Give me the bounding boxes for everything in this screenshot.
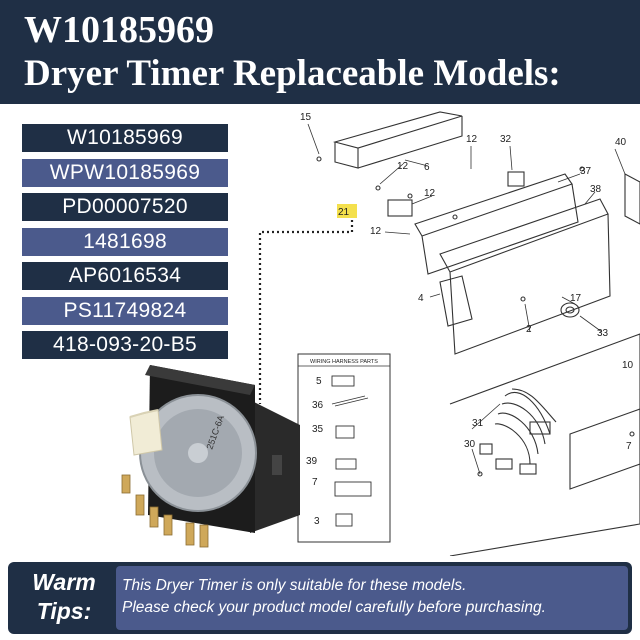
part-label: 12 bbox=[466, 134, 478, 145]
replaceable-models-title: Dryer Timer Replaceable Models: bbox=[24, 53, 561, 94]
warm-tips-message: This Dryer Timer is only suitable for th… bbox=[116, 566, 628, 630]
exploded-parts-diagram: 15 6 12 12 32 40 37 38 21 12 12 4 17 2 3… bbox=[258, 111, 640, 556]
model-item: PD00007520 bbox=[22, 193, 228, 221]
harness-label: 39 bbox=[306, 456, 318, 467]
model-item: 1481698 bbox=[22, 227, 228, 256]
model-item: PS11749824 bbox=[22, 296, 228, 325]
part-label: 2 bbox=[526, 324, 532, 335]
harness-label: 5 bbox=[316, 376, 322, 387]
part-label: 12 bbox=[397, 161, 409, 172]
part-label: 40 bbox=[615, 137, 627, 148]
model-item: 418-093-20-B5 bbox=[22, 331, 228, 359]
part-label: 10 bbox=[622, 360, 634, 371]
harness-title: WIRING HARNESS PARTS bbox=[310, 359, 378, 365]
part-label: 21 bbox=[338, 207, 350, 218]
part-label: 32 bbox=[500, 134, 512, 145]
part-label: 31 bbox=[472, 418, 484, 429]
model-list: W10185969 WPW10185969 PD00007520 1481698… bbox=[22, 124, 228, 366]
model-item: WPW10185969 bbox=[22, 158, 228, 187]
tips-line: Please check your product model carefull… bbox=[122, 599, 546, 616]
harness-label: 3 bbox=[314, 516, 320, 527]
part-label: 15 bbox=[300, 112, 312, 123]
part-label: 38 bbox=[590, 184, 602, 195]
part-label: 37 bbox=[580, 166, 592, 177]
part-label: 30 bbox=[464, 439, 476, 450]
harness-label: 35 bbox=[312, 424, 324, 435]
tips-line: This Dryer Timer is only suitable for th… bbox=[122, 577, 467, 594]
part-number-title: W10185969 bbox=[24, 9, 214, 51]
part-label: 4 bbox=[418, 293, 424, 304]
warm-tips-banner: Warm Tips: This Dryer Timer is only suit… bbox=[8, 562, 632, 634]
part-label: 7 bbox=[626, 441, 632, 452]
part-label: 33 bbox=[597, 328, 609, 339]
warm-tips-title-line: Tips: bbox=[36, 598, 92, 624]
wiring-harness-inset: WIRING HARNESS PARTS 5 36 35 39 7 3 bbox=[297, 353, 391, 543]
harness-label: 36 bbox=[312, 400, 324, 411]
part-label: 6 bbox=[424, 162, 430, 173]
part-label: 12 bbox=[424, 188, 436, 199]
model-item: W10185969 bbox=[22, 124, 228, 152]
part-label: 17 bbox=[570, 293, 582, 304]
header-banner: W10185969 Dryer Timer Replaceable Models… bbox=[0, 0, 640, 104]
warm-tips-title: Warm Tips: bbox=[14, 568, 114, 628]
harness-label: 7 bbox=[312, 477, 318, 488]
part-label: 12 bbox=[370, 226, 382, 237]
dryer-timer-product-image: 251C-6A bbox=[121, 365, 300, 548]
warm-tips-title-line: Warm bbox=[32, 569, 96, 595]
model-item: AP6016534 bbox=[22, 262, 228, 290]
